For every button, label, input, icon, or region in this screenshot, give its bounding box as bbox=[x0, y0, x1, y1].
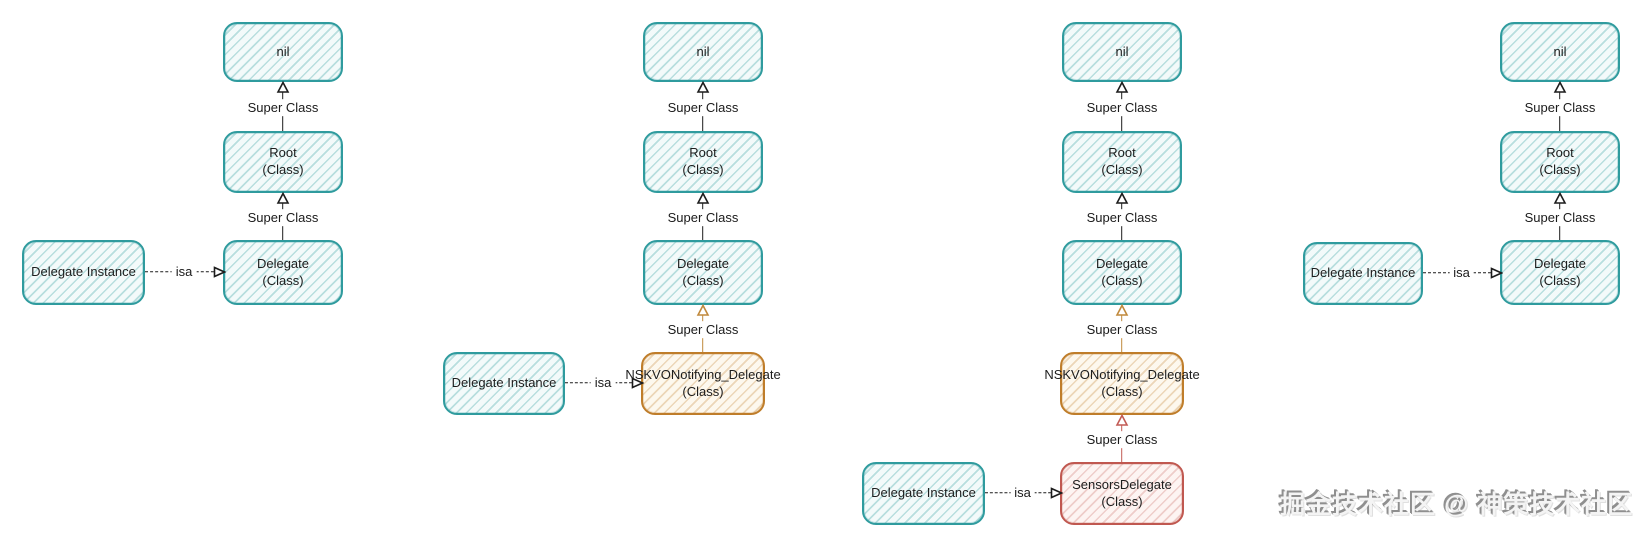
class-node-label: nil bbox=[276, 43, 290, 59]
superclass-edge: Super Class bbox=[1515, 81, 1605, 131]
isa-label: isa bbox=[171, 264, 197, 280]
superclass-label: Super Class bbox=[664, 320, 742, 338]
class-node-sublabel: (Class) bbox=[1101, 162, 1143, 177]
isa-label: isa bbox=[1449, 265, 1474, 281]
arrowhead-up-icon bbox=[276, 81, 290, 93]
class-node-delegate: Delegate (Class) bbox=[223, 240, 343, 305]
superclass-edge: Super Class bbox=[1077, 192, 1167, 240]
class-node-nil: nil bbox=[223, 22, 343, 82]
arrowhead-up-icon bbox=[276, 192, 290, 204]
class-node-sublabel: (Class) bbox=[682, 272, 724, 288]
class-node-delegate: Delegate (Class) bbox=[643, 240, 763, 305]
superclass-label: Super Class bbox=[1083, 208, 1161, 226]
superclass-edge: Super Class bbox=[1077, 414, 1167, 462]
superclass-edge: Super Class bbox=[658, 192, 748, 240]
class-node-label: NSKVONotifying_Delegate bbox=[625, 366, 781, 382]
superclass-label: Super Class bbox=[1521, 208, 1599, 226]
class-node-sublabel: (Class) bbox=[1539, 162, 1581, 177]
superclass-label: Super Class bbox=[664, 98, 742, 116]
class-node-label: nil bbox=[1115, 43, 1129, 59]
class-node-sublabel: (Class) bbox=[682, 162, 724, 177]
class-node-root: Root (Class) bbox=[1500, 131, 1620, 193]
superclass-label: Super Class bbox=[664, 208, 742, 226]
superclass-label: Super Class bbox=[244, 98, 322, 116]
class-node-label: Delegate bbox=[1533, 255, 1587, 271]
arrowhead-up-icon bbox=[696, 304, 710, 316]
isa-label: isa bbox=[590, 375, 616, 391]
class-node-root: Root (Class) bbox=[643, 131, 763, 193]
class-node-sublabel: (Class) bbox=[262, 272, 304, 288]
class-node-sublabel: (Class) bbox=[262, 162, 304, 177]
isa-edge: isa bbox=[985, 482, 1063, 504]
superclass-label: Super Class bbox=[1521, 98, 1599, 116]
class-node-nil: nil bbox=[643, 22, 763, 82]
superclass-edge: Super Class bbox=[658, 304, 748, 352]
instance-node-delegate-instance: Delegate Instance bbox=[862, 462, 985, 525]
class-node-nskvonotifying-delegate: NSKVONotifying_Delegate (Class) bbox=[625, 352, 781, 415]
arrowhead-up-icon bbox=[696, 192, 710, 204]
watermark: 掘金技术社区 @ 神策技术社区 bbox=[1280, 491, 1633, 519]
class-node-label: Delegate bbox=[676, 255, 730, 271]
isa-edge: isa bbox=[565, 372, 644, 394]
superclass-edge: Super Class bbox=[1077, 81, 1167, 131]
class-node-root: Root (Class) bbox=[223, 131, 343, 193]
superclass-label: Super Class bbox=[244, 208, 322, 226]
class-node-label: SensorsDelegate bbox=[1072, 476, 1172, 492]
arrowhead-up-icon bbox=[1553, 192, 1567, 204]
instance-node-label: Delegate Instance bbox=[31, 264, 136, 280]
superclass-edge: Super Class bbox=[658, 81, 748, 131]
class-node-label: NSKVONotifying_Delegate bbox=[1044, 366, 1200, 382]
arrowhead-up-icon bbox=[1115, 414, 1129, 426]
arrowhead-up-icon bbox=[696, 81, 710, 93]
arrowhead-right-icon bbox=[1050, 487, 1063, 499]
class-node-label: nil bbox=[696, 43, 710, 59]
class-node-nil: nil bbox=[1500, 22, 1620, 82]
instance-node-delegate-instance: Delegate Instance bbox=[22, 240, 145, 305]
superclass-edge: Super Class bbox=[1077, 304, 1167, 352]
class-node-nskvonotifying-delegate: NSKVONotifying_Delegate (Class) bbox=[1044, 352, 1200, 415]
isa-edge: isa bbox=[145, 261, 226, 283]
arrowhead-right-icon bbox=[1490, 267, 1503, 279]
superclass-edge: Super Class bbox=[1515, 192, 1605, 240]
class-node-label: Root bbox=[689, 145, 717, 161]
class-node-label: Root bbox=[269, 145, 297, 161]
class-node-label: Delegate bbox=[1095, 255, 1149, 271]
isa-edge: isa bbox=[1423, 262, 1503, 284]
instance-node-delegate-instance: Delegate Instance bbox=[443, 352, 565, 415]
instance-node-label: Delegate Instance bbox=[1310, 265, 1416, 281]
superclass-label: Super Class bbox=[1083, 430, 1161, 448]
superclass-label: Super Class bbox=[1083, 98, 1161, 116]
arrowhead-right-icon bbox=[631, 377, 644, 389]
instance-node-label: Delegate Instance bbox=[451, 375, 557, 391]
class-node-sensorsdelegate: SensorsDelegate (Class) bbox=[1060, 462, 1184, 525]
class-node-sublabel: (Class) bbox=[1101, 383, 1143, 399]
class-node-sublabel: (Class) bbox=[1101, 493, 1143, 509]
class-node-delegate: Delegate (Class) bbox=[1500, 240, 1620, 305]
superclass-label: Super Class bbox=[1083, 320, 1161, 338]
arrowhead-up-icon bbox=[1553, 81, 1567, 93]
class-node-sublabel: (Class) bbox=[1101, 272, 1143, 288]
class-node-nil: nil bbox=[1062, 22, 1182, 82]
superclass-edge: Super Class bbox=[238, 192, 328, 240]
arrowhead-right-icon bbox=[213, 266, 226, 278]
isa-label: isa bbox=[1010, 485, 1035, 501]
class-node-label: Delegate bbox=[256, 255, 310, 271]
class-node-root: Root (Class) bbox=[1062, 131, 1182, 193]
class-node-sublabel: (Class) bbox=[682, 383, 724, 399]
instance-node-label: Delegate Instance bbox=[871, 485, 976, 501]
arrowhead-up-icon bbox=[1115, 192, 1129, 204]
arrowhead-up-icon bbox=[1115, 304, 1129, 316]
class-node-label: nil bbox=[1553, 43, 1567, 59]
class-node-sublabel: (Class) bbox=[1539, 272, 1581, 288]
class-node-label: Root bbox=[1546, 145, 1574, 161]
arrowhead-up-icon bbox=[1115, 81, 1129, 93]
class-node-label: Root bbox=[1108, 145, 1136, 161]
class-node-delegate: Delegate (Class) bbox=[1062, 240, 1182, 305]
superclass-edge: Super Class bbox=[238, 81, 328, 131]
instance-node-delegate-instance: Delegate Instance bbox=[1303, 242, 1423, 305]
